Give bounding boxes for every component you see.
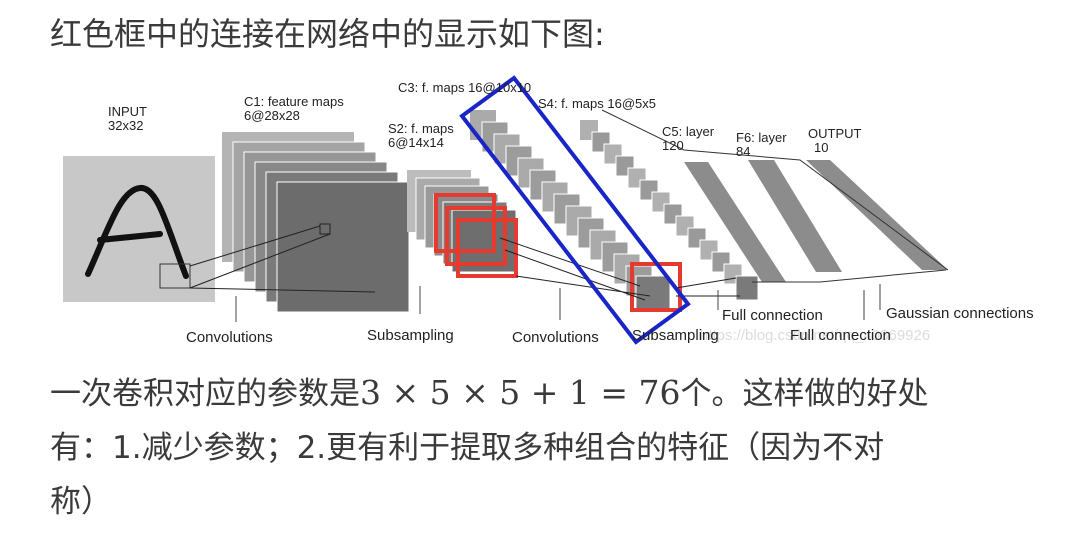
op-gauss: Gaussian connections [886,305,1034,322]
op-sub2: Subsampling [632,327,719,344]
label-f6: F6: layer [736,130,787,145]
label-s4: S4: f. maps 16@5x5 [538,96,656,111]
label-output-size: 10 [814,140,828,155]
label-input: INPUT [108,104,147,119]
paragraph-line-1-tail: 个。这样做的好处 [680,376,929,412]
page-heading: 红色框中的连接在网络中的显示如下图: [50,15,605,53]
red-highlight-s2 [434,193,518,278]
c1-feature-maps [222,132,410,313]
op-conv2: Convolutions [512,329,599,346]
label-s2-size: 6@14x14 [388,135,444,150]
letter-a-glyph [85,185,189,279]
label-c5: C5: layer [662,124,715,139]
label-c1: C1: feature maps [244,94,344,109]
c5-layer [684,162,786,282]
op-sub1: Subsampling [367,327,454,344]
label-output: OUTPUT [808,126,862,141]
lenet-diagram: INPUT 32x32 C1: feature maps 6@28x28 S2:… [63,75,1034,346]
input-image [63,156,215,302]
op-full1: Full connection [722,307,823,324]
label-f6-size: 84 [736,144,750,159]
paragraph-line-1: 一次卷积对应的参数是3 × 5 × 5 + 1 = 76个。这样做的好处 [50,366,1060,421]
c3-feature-maps [470,110,671,311]
label-input-size: 32x32 [108,118,143,133]
output-layer [806,160,948,270]
paragraph: 一次卷积对应的参数是3 × 5 × 5 + 1 = 76个。这样做的好处 有：1… [50,366,1060,529]
paragraph-line-2: 有：1.减少参数；2.更有利于提取多种组合的特征（因为不对 [50,430,885,466]
op-conv1: Convolutions [186,329,273,346]
blue-highlight-c3 [459,75,691,345]
input-receptive-field [159,263,191,289]
label-c1-size: 6@28x28 [244,108,300,123]
paragraph-line-1-text: 一次卷积对应的参数是 [50,376,360,412]
paragraph-line-3: 称） [50,484,112,520]
label-c3: C3: f. maps 16@10x10 [398,80,531,95]
watermark: https://blog.csdn.net/qq_40369926 [700,327,930,344]
label-c5-size: 120 [662,138,684,153]
f6-layer [748,160,842,272]
parameter-formula: 3 × 5 × 5 + 1 = 76 [360,373,681,412]
op-full2: Full connection [790,327,891,344]
label-s2: S2: f. maps [388,121,454,136]
